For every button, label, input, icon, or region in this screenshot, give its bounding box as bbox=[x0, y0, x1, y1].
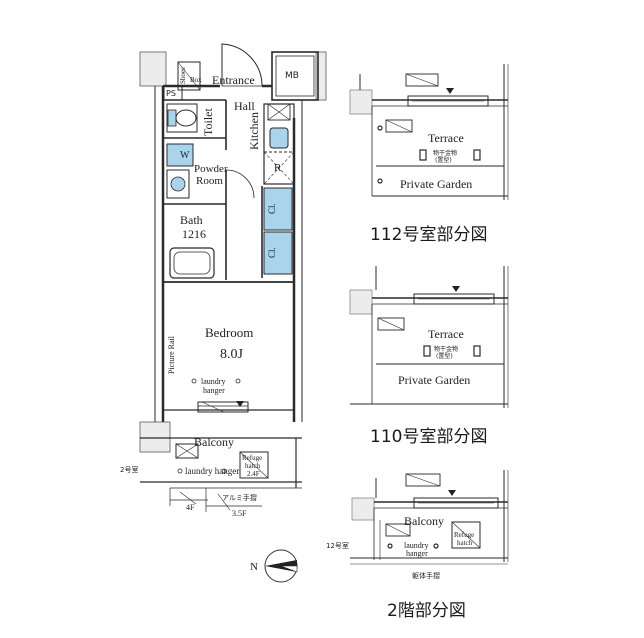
label-bath: Bath bbox=[180, 213, 203, 227]
label-112-garden: Private Garden bbox=[400, 177, 472, 191]
detail-2f-plan bbox=[350, 470, 509, 565]
label-closet-2: Cl. bbox=[267, 247, 277, 258]
label-entrance: Entrance bbox=[212, 73, 255, 87]
column-top-left bbox=[139, 51, 167, 87]
label-hatch-size: 2.4F bbox=[247, 470, 260, 478]
north-compass: N bbox=[250, 549, 298, 583]
label-112-terrace: Terrace bbox=[428, 131, 464, 145]
label-closet-1: Cl. bbox=[267, 203, 277, 214]
label-110-garden: Private Garden bbox=[398, 373, 470, 387]
label-aluminum-rail: アルミ手摺 bbox=[222, 493, 257, 502]
label-ps: PS bbox=[166, 89, 176, 98]
closet-lower bbox=[263, 231, 293, 275]
washer-pan bbox=[166, 143, 194, 167]
label-dim-3-5f: 3.5F bbox=[232, 509, 247, 518]
label-mb: MB bbox=[285, 71, 299, 81]
column-bottom-left bbox=[139, 421, 171, 453]
caption-112: 112号室部分図 bbox=[370, 225, 488, 245]
fridge-space bbox=[263, 151, 295, 185]
entrance-door bbox=[221, 43, 263, 87]
label-2f-refuge: Refuge bbox=[454, 531, 474, 539]
label-2f-hanger: hanger bbox=[406, 549, 428, 558]
label-2f-laundry: laundry bbox=[404, 541, 428, 550]
label-bedroom: Bedroom bbox=[205, 325, 253, 340]
stove bbox=[267, 103, 291, 121]
shoes-box bbox=[177, 61, 201, 91]
label-112-storage-2: (置型) bbox=[435, 156, 452, 164]
detail-2f-labels: Balcony 12号室 laundry hanger Refuge hatch… bbox=[326, 514, 474, 580]
label-balcony-laundry: laundry hanger bbox=[185, 466, 239, 476]
label-hanger: hanger bbox=[203, 386, 225, 395]
label-dim-4f: 4F bbox=[186, 503, 195, 512]
label-picture-rail: Picture Rail bbox=[167, 335, 176, 374]
label-kitchen: Kitchen bbox=[247, 112, 261, 150]
mb-box bbox=[271, 51, 319, 101]
label-powder: Powder bbox=[194, 163, 228, 175]
label-110-storage-1: 物干金物 bbox=[434, 345, 458, 353]
label-110-storage-2: (置型) bbox=[436, 352, 453, 360]
balcony-ac-unit bbox=[175, 443, 199, 459]
label-110-terrace: Terrace bbox=[428, 327, 464, 341]
label-bedroom-size: 8.0J bbox=[220, 347, 244, 362]
label-toilet: Toilet bbox=[201, 108, 215, 136]
label-box: Box bbox=[190, 76, 202, 84]
label-2f-balcony: Balcony bbox=[404, 514, 444, 528]
label-laundry: laundry bbox=[201, 377, 225, 386]
label-washer: W bbox=[180, 150, 190, 161]
label-2f-railing: 躯体手摺 bbox=[412, 571, 440, 580]
detail-112-labels: Terrace 物干金物 (置型) Private Garden bbox=[400, 131, 472, 191]
bedroom-window bbox=[197, 401, 249, 413]
label-balcony: Balcony bbox=[194, 435, 234, 449]
closet-upper bbox=[263, 187, 293, 231]
bathtub bbox=[169, 247, 215, 279]
detail-110-plan bbox=[349, 266, 509, 408]
main-unit-plan bbox=[139, 43, 327, 512]
label-hatch: hatch bbox=[245, 462, 261, 470]
label-bath-size: 1216 bbox=[182, 227, 206, 241]
column-mb-right bbox=[315, 51, 327, 101]
toilet-fixture bbox=[166, 103, 198, 133]
label-2f-hatch: hatch bbox=[457, 539, 473, 547]
detail-112-plan bbox=[349, 64, 509, 200]
refuge-hatch-box bbox=[239, 451, 269, 479]
compass-n-label: N bbox=[250, 561, 258, 573]
caption-2f: 2階部分図 bbox=[387, 601, 466, 621]
label-refuge: Refuge bbox=[242, 454, 262, 462]
caption-110: 110号室部分図 bbox=[370, 427, 488, 447]
label-shoes: Shoes bbox=[179, 67, 187, 84]
kitchen-sink bbox=[269, 127, 289, 149]
label-fridge: R bbox=[274, 162, 282, 174]
label-hall: Hall bbox=[234, 99, 255, 113]
label-2f-neighbor: 12号室 bbox=[326, 541, 349, 550]
detail-110-labels: Terrace 物干金物 (置型) Private Garden bbox=[398, 327, 470, 387]
label-neighbor-2: 2号室 bbox=[120, 465, 138, 474]
label-room: Room bbox=[196, 175, 223, 187]
main-plan-labels: Entrance MB Shoes Box PS Hall Toilet Kit… bbox=[120, 67, 299, 518]
label-112-storage-1: 物干金物 bbox=[433, 149, 457, 157]
